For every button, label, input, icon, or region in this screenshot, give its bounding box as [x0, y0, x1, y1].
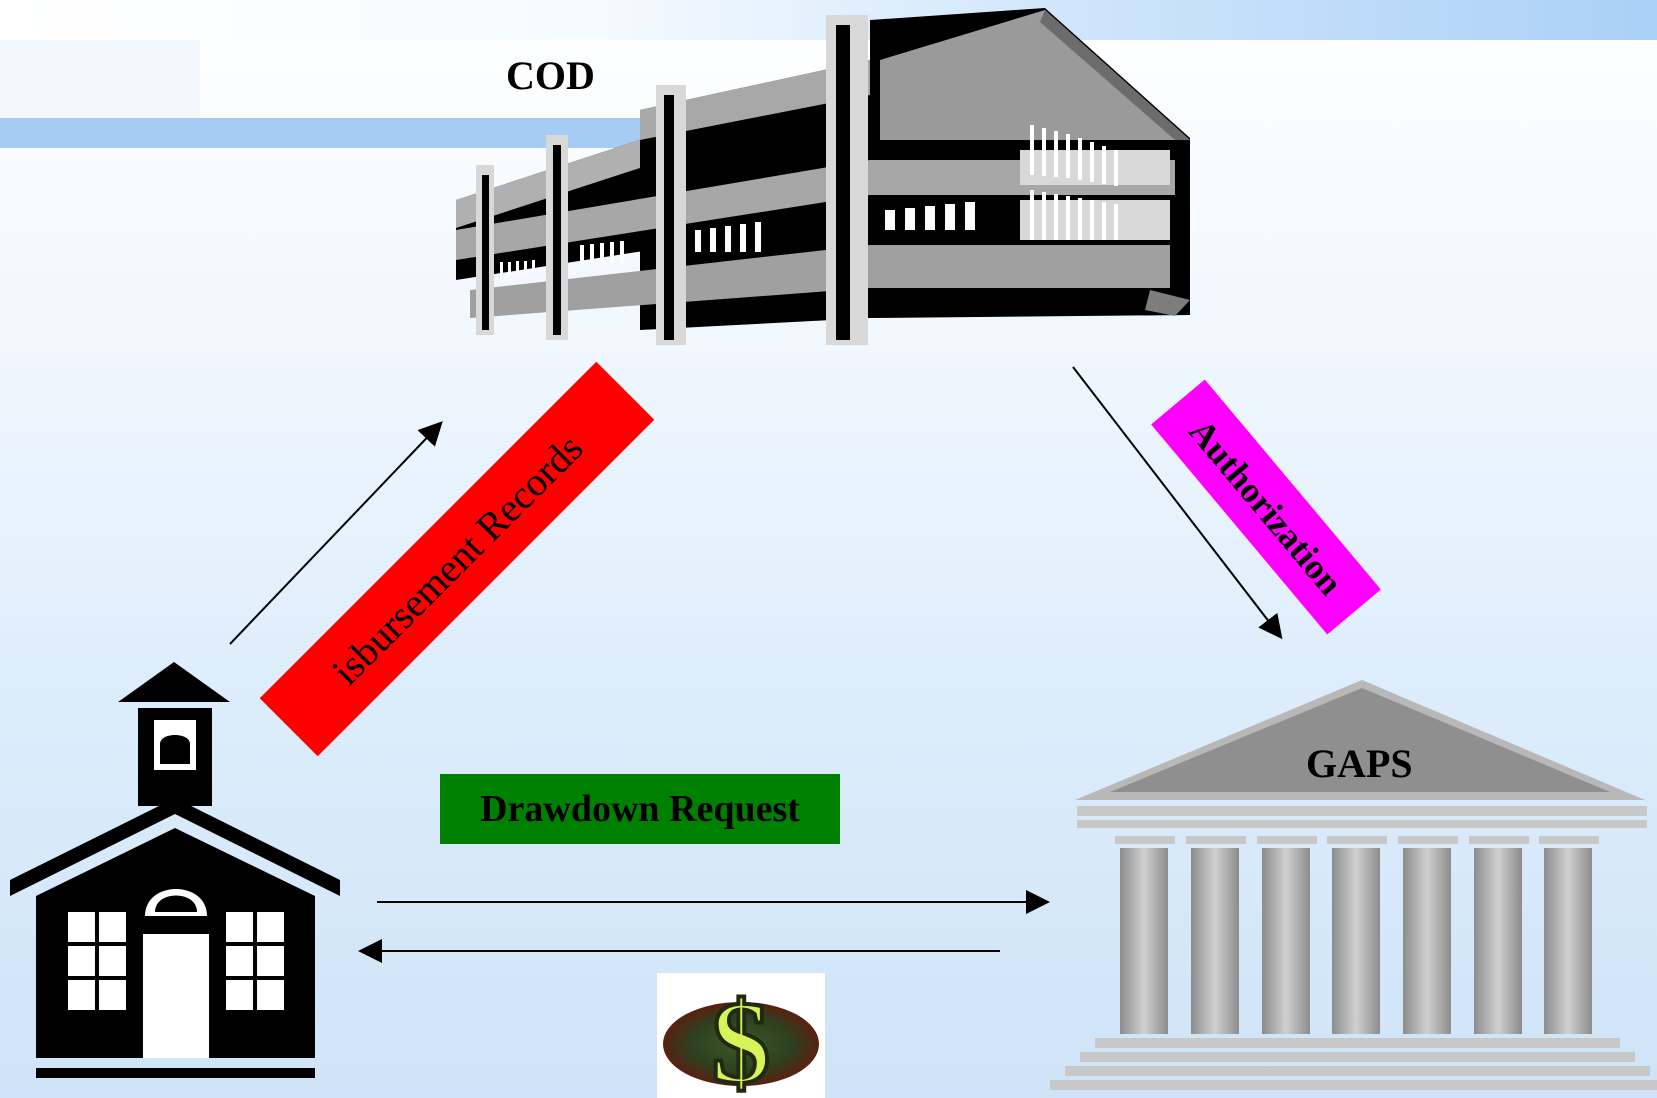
svg-text:$: $: [712, 977, 771, 1098]
authorization-arrow: [1072, 366, 1283, 640]
disbursement-arrow: [229, 421, 443, 645]
cod-label: COD: [506, 53, 595, 98]
office-building-icon: [456, 8, 1190, 345]
bank-columns-icon: [1050, 680, 1657, 1090]
header-left-strip: [0, 40, 200, 118]
drawdown-request-box: Drawdown Request: [440, 774, 840, 844]
schoolhouse-icon: [10, 662, 340, 1078]
gaps-label: GAPS: [1306, 741, 1413, 786]
dollar-icon: $: [657, 973, 825, 1098]
